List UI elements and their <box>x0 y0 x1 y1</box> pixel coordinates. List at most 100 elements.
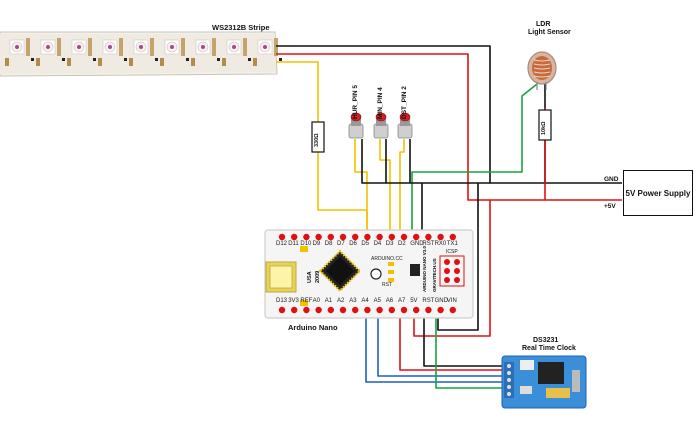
nano-pin-label: D7 <box>337 241 345 247</box>
icsp-pin <box>454 268 460 274</box>
nano-pin-label: RST <box>422 241 435 247</box>
led-cell <box>129 38 158 66</box>
nano-pin-label: D13 <box>276 298 288 304</box>
nano-gravitech-label: GRAVITECH.US <box>432 258 437 292</box>
led-cell <box>253 38 282 66</box>
nano-pin-label: A7 <box>398 298 406 304</box>
nano-pin-label: D6 <box>349 241 357 247</box>
button3-label: DST_PIN 2 <box>401 86 408 119</box>
rtc-module <box>501 355 587 409</box>
ldr-resistor-label: 10kΩ <box>541 121 547 135</box>
nano-pin-top <box>315 233 322 241</box>
nano-pin-label: D12 <box>276 241 288 247</box>
led-cell <box>222 38 251 66</box>
nano-pin-label: A5 <box>373 298 381 304</box>
nano-pin-bottom <box>388 306 395 314</box>
nano-pin-label: D11 <box>288 241 299 247</box>
wire-btn3-top <box>399 139 405 240</box>
nano-pin-top <box>364 233 371 241</box>
nano-pin-label: RX0 <box>434 241 447 247</box>
nano-pin-bottom <box>437 306 444 314</box>
push-button-2 <box>373 112 389 139</box>
nano-title: Arduino Nano <box>288 323 338 332</box>
nano-pin-label: A0 <box>312 298 320 304</box>
led-cell <box>160 38 189 66</box>
nano-pin-label: D4 <box>373 241 382 247</box>
wire-rtc-scl <box>377 312 502 377</box>
nano-pin-label: RST <box>422 298 435 304</box>
icsp-pin <box>444 259 450 265</box>
icsp-pin <box>454 277 460 283</box>
nano-pin-label: A3 <box>349 298 357 304</box>
icsp-pin <box>444 277 450 283</box>
icsp-pin <box>444 268 450 274</box>
nano-pin-top <box>449 233 456 241</box>
nano-pin-bottom <box>315 306 322 314</box>
nano-pin-bottom <box>400 306 408 314</box>
nano-pin-bottom <box>291 306 298 314</box>
button2-label: MIN_PIN 4 <box>377 87 384 119</box>
nano-rst-label: RST <box>382 282 392 288</box>
nano-year-label: 2009 <box>315 270 321 283</box>
nano-pin-label: GND <box>410 241 424 247</box>
nano-pin-label: A6 <box>385 298 394 304</box>
rtc-subtitle: Real Time Clock <box>522 345 576 352</box>
nano-pin-top <box>278 233 286 241</box>
nano-brand-label: ARDUINO.CC <box>371 256 403 262</box>
nano-pin-top <box>425 233 432 241</box>
led-cell <box>98 38 127 66</box>
nano-pin-bottom <box>327 306 334 314</box>
nano-pin-label: D5 <box>361 241 370 247</box>
led-cell <box>191 38 220 66</box>
wire-ldr-left <box>411 83 538 240</box>
wire-rtc-sda <box>365 312 502 383</box>
led-resistor-label: 330Ω <box>314 133 320 147</box>
led-cell <box>67 38 96 66</box>
led-cell <box>36 38 65 66</box>
nano-pin-top <box>291 233 298 241</box>
nano-pin-label: A2 <box>337 298 345 304</box>
nano-pin-label: D3 <box>385 241 394 247</box>
ldr-subtitle: Light Sensor <box>528 29 571 36</box>
push-buttons <box>348 112 413 139</box>
led-cell <box>5 38 34 66</box>
nano-pin-top <box>352 233 359 241</box>
nano-pin-label: A4 <box>361 298 369 304</box>
wire-rtc-gnd <box>423 312 502 367</box>
wire-btn1-top <box>354 139 368 240</box>
nano-pin-bottom <box>278 306 286 314</box>
wire-nano-gnd-bot <box>437 183 479 331</box>
icsp-label: ICSP <box>446 249 458 255</box>
led-resistor <box>311 121 325 153</box>
nano-pin-top <box>339 233 347 241</box>
led-strip <box>0 31 282 77</box>
nano-pin-top <box>413 233 420 241</box>
nano-pin-bottom <box>425 306 432 314</box>
nano-pin-label: D10 <box>300 241 312 247</box>
rtc-title: DS3231 <box>533 337 559 344</box>
wire-strip-5v <box>276 53 622 201</box>
nano-pin-bottom <box>352 306 359 314</box>
nano-pin-label: A1 <box>324 298 333 304</box>
wire-btn1-gnd <box>361 139 490 184</box>
wire-nano-5v <box>413 200 491 337</box>
arduino-nano-board <box>264 229 474 319</box>
nano-pin-top <box>303 233 310 241</box>
nano-pin-label: VIN <box>446 298 457 304</box>
nano-pin-label: GND <box>434 298 448 304</box>
led-strip-title: WS2312B Stripe <box>212 23 270 32</box>
nano-pin-bottom <box>364 306 371 314</box>
power-supply-box: 5V Power Supply <box>623 170 693 216</box>
wire-rtc-green <box>435 312 502 389</box>
nano-pin-top <box>327 233 334 241</box>
ldr-resistor <box>538 109 552 141</box>
wire-strip-gnd <box>276 45 622 184</box>
nano-pin-top <box>376 233 383 241</box>
nano-pin-top <box>400 233 408 241</box>
icsp-pin <box>454 259 460 265</box>
nano-pin-label: REF <box>300 298 313 304</box>
ldr-sensor <box>527 51 557 90</box>
nano-pin-label: D8 <box>324 241 333 247</box>
nano-pin-top <box>437 233 444 241</box>
